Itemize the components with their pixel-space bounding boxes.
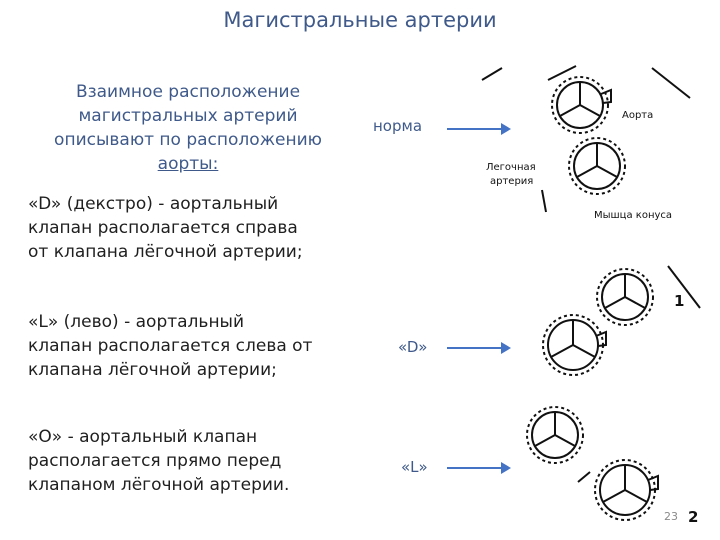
- figure-edge-line: [577, 471, 591, 483]
- o-line: «O» - аортальный клапан: [28, 427, 258, 447]
- muscle-pointer: [541, 189, 547, 213]
- figure-number-1: 1: [674, 292, 685, 310]
- l-line: «L» (лево) - аортальный: [28, 312, 245, 332]
- figure-number-2: 2: [688, 508, 699, 526]
- figure-edge-line: [547, 65, 577, 81]
- intro-line: магистральных артерий: [78, 106, 298, 126]
- intro-line: описывают по расположению: [54, 130, 322, 150]
- aorta-valve-l: [594, 459, 659, 521]
- pulmonary-label-line1: Легочная: [486, 162, 536, 173]
- pulmonary-valve-normal: [568, 137, 626, 195]
- o-line: располагается прямо перед: [28, 451, 282, 471]
- intro-text: Взаимное расположение магистральных арте…: [28, 80, 348, 176]
- d-arrow: [447, 342, 511, 354]
- d-line: от клапана лёгочной артерии;: [28, 242, 303, 262]
- o-type-description: «O» - аортальный клапан располагается пр…: [28, 425, 358, 497]
- aorta-label: Аорта: [622, 110, 653, 121]
- pulmonary-valve-l: [526, 406, 584, 464]
- slide-title: Магистральные артерии: [223, 8, 497, 32]
- page-number: 23: [664, 510, 678, 523]
- d-line: клапан располагается справа: [28, 218, 298, 238]
- d-type-description: «D» (декстро) - аортальный клапан распол…: [28, 192, 358, 264]
- figure-edge-line: [481, 67, 503, 81]
- intro-line: Взаимное расположение: [75, 82, 301, 102]
- d-label: «D»: [398, 338, 428, 356]
- intro-line: аорты:: [157, 154, 219, 174]
- l-line: клапан располагается слева от: [28, 336, 313, 356]
- o-line: клапаном лёгочной артерии.: [28, 475, 290, 495]
- l-type-description: «L» (лево) - аортальный клапан располага…: [28, 310, 358, 382]
- l-arrow: [447, 462, 511, 474]
- aorta-valve-normal: [551, 76, 612, 134]
- l-label: «L»: [401, 458, 428, 476]
- d-line: «D» (декстро) - аортальный: [28, 194, 279, 214]
- pulmonary-valve-d: [542, 314, 607, 376]
- l-line: клапана лёгочной артерии;: [28, 360, 277, 380]
- pulmonary-label-line2: артерия: [490, 176, 533, 187]
- figure-edge-line: [651, 67, 691, 99]
- norma-arrow: [447, 123, 511, 135]
- figure-edge-line: [667, 265, 701, 309]
- aorta-valve-d: [596, 268, 654, 326]
- muscle-label: Мышца конуса: [594, 210, 672, 221]
- norma-label: норма: [373, 117, 423, 135]
